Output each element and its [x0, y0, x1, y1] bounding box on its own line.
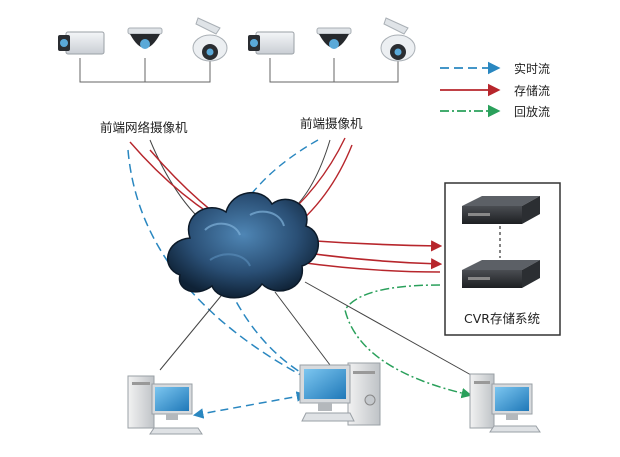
legend-item-storage: 存储流: [440, 83, 550, 98]
desktop-computer-icon: [299, 362, 381, 426]
right-camera-bus: [269, 58, 399, 83]
dome-camera-icon: [127, 27, 163, 49]
legend: 实时流 存储流 回放流: [440, 61, 550, 119]
ptz-camera-icon: [380, 17, 416, 62]
cvr-storage-system: CVR存储系统: [444, 182, 561, 336]
ptz-camera-icon: [192, 17, 228, 62]
legend-item-realtime: 实时流: [440, 61, 550, 76]
box-camera-icon: [58, 31, 105, 55]
desktop-computer-icon: [469, 373, 541, 433]
left-camera-group-label: 前端网络摄像机: [100, 120, 188, 135]
legend-label-storage: 存储流: [514, 83, 550, 98]
legend-label-playback: 回放流: [514, 104, 550, 119]
legend-label-realtime: 实时流: [514, 61, 550, 76]
legend-item-playback: 回放流: [440, 104, 550, 119]
right-camera-group-label: 前端摄像机: [300, 116, 363, 131]
desktop-computer-icon: [127, 375, 203, 435]
network-cloud-icon: [166, 191, 320, 299]
left-camera-bus: [79, 58, 211, 83]
cvr-label: CVR存储系统: [464, 311, 540, 326]
dome-camera-icon: [316, 27, 352, 49]
server-icon: [462, 196, 540, 224]
box-camera-icon: [248, 31, 295, 55]
server-icon: [462, 260, 540, 288]
